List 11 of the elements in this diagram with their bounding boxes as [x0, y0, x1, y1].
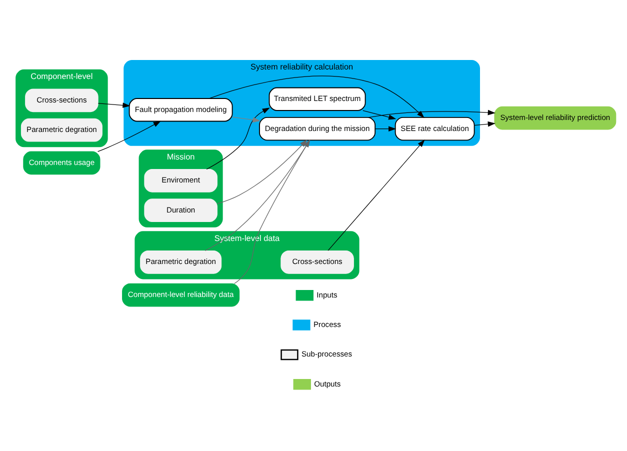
- arrow: [208, 76, 424, 118]
- arrow: [232, 116, 260, 123]
- arrow: [374, 126, 396, 132]
- arrow: [368, 110, 496, 118]
- arrow: [216, 140, 308, 204]
- arrow: [206, 108, 270, 170]
- arrow: [474, 121, 496, 127]
- arrow: [328, 140, 425, 251]
- arrow: [98, 102, 130, 108]
- arrow: [97, 120, 161, 152]
- arrow: [362, 110, 396, 120]
